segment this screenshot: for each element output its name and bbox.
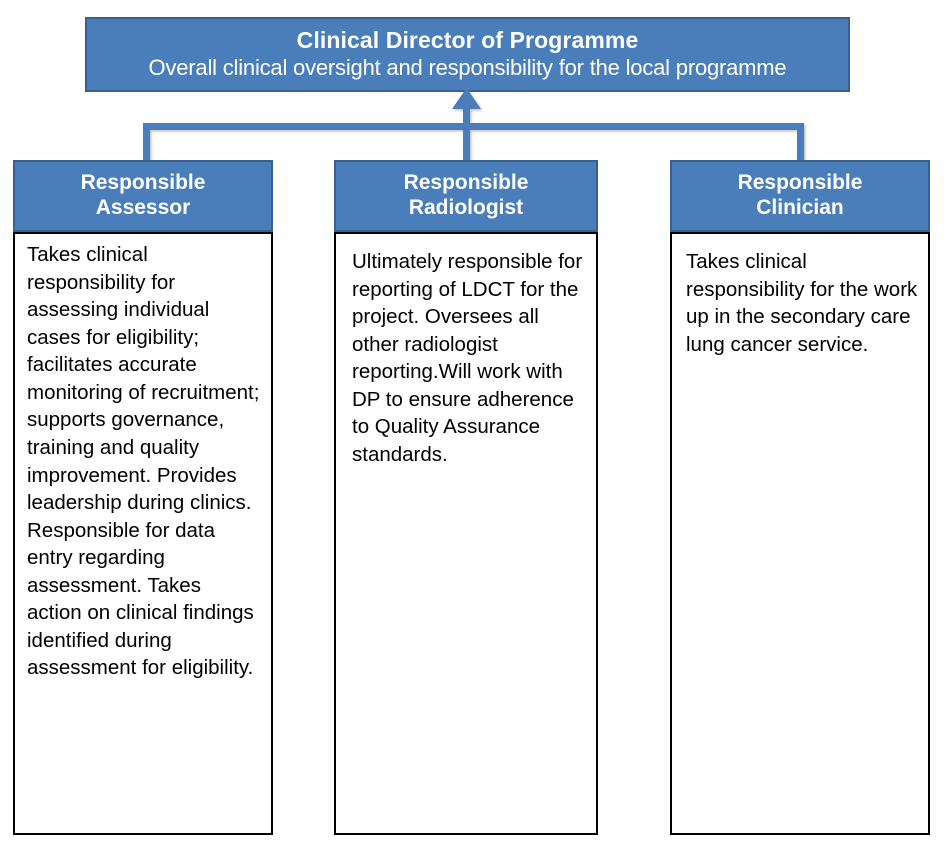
clinical-director-subtitle: Overall clinical oversight and responsib… <box>148 55 787 81</box>
responsible-radiologist-header-line2: Radiologist <box>408 196 524 219</box>
responsible-assessor-body: Takes clinical responsibility for assess… <box>13 232 273 835</box>
responsible-clinician-body: Takes clinical responsibility for the wo… <box>670 232 930 835</box>
responsible-clinician-header-line2: Clinician <box>756 196 844 219</box>
responsible-clinician-header-text: Responsible Clinician <box>738 171 863 221</box>
responsible-radiologist-header[interactable]: Responsible Radiologist <box>334 160 598 232</box>
responsible-clinician-header-line1: Responsible <box>737 171 863 195</box>
responsible-assessor-header[interactable]: Responsible Assessor <box>13 160 273 232</box>
responsible-assessor-header-line1: Responsible <box>80 171 206 195</box>
responsible-assessor-header-text: Responsible Assessor <box>81 171 206 221</box>
responsible-assessor-body-text: Takes clinical responsibility for assess… <box>27 243 266 680</box>
connector-bus <box>143 88 804 163</box>
responsible-clinician-header[interactable]: Responsible Clinician <box>670 160 930 232</box>
column-responsible-radiologist[interactable]: Responsible Radiologist Ultimately respo… <box>334 160 598 835</box>
clinical-director-node[interactable]: Clinical Director of Programme Overall c… <box>85 17 850 92</box>
responsible-radiologist-body: Ultimately responsible for reporting of … <box>334 232 598 835</box>
responsible-radiologist-header-line1: Responsible <box>403 171 529 195</box>
responsible-assessor-header-line2: Assessor <box>95 196 191 219</box>
clinical-director-title: Clinical Director of Programme <box>296 27 639 54</box>
column-responsible-clinician[interactable]: Responsible Clinician Takes clinical res… <box>670 160 930 835</box>
responsible-radiologist-header-text: Responsible Radiologist <box>404 171 529 221</box>
responsible-radiologist-body-text: Ultimately responsible for reporting of … <box>352 250 588 466</box>
responsible-clinician-body-text: Takes clinical responsibility for the wo… <box>686 250 923 356</box>
column-responsible-assessor[interactable]: Responsible Assessor Takes clinical resp… <box>13 160 273 835</box>
